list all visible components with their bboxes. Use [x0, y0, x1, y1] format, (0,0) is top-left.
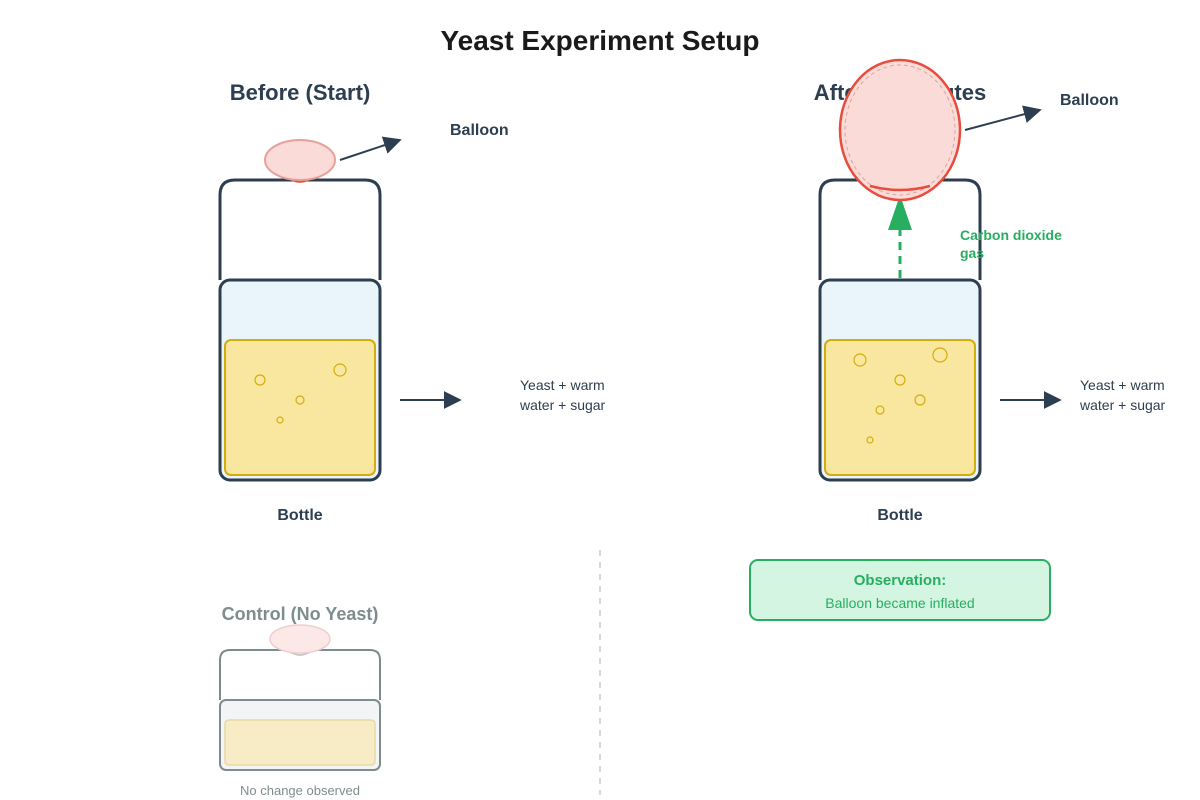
after-balloon — [838, 58, 962, 202]
control-note: No change observed — [240, 783, 360, 798]
after-bubbles — [853, 347, 948, 444]
after-bottle-label: Bottle — [877, 507, 922, 524]
control-panel: Control (No Yeast) No change observed — [219, 604, 381, 798]
before-heading: Before (Start) — [230, 80, 371, 105]
before-panel: Before (Start) Balloon Yeast + warm wate… — [218, 80, 606, 524]
diagram-title: Yeast Experiment Setup — [440, 25, 759, 56]
after-panel: After 30 minutes Balloon Carbon dioxide … — [814, 58, 1166, 524]
before-balloon-arrow — [339, 136, 402, 161]
before-contents-label-line2: water + sugar — [519, 397, 606, 413]
after-contents-label-line1: Yeast + warm — [1080, 377, 1165, 393]
before-bubbles — [254, 363, 347, 424]
after-liquid — [824, 339, 976, 476]
after-balloon-arrow — [964, 105, 1042, 131]
before-bottle-neck — [218, 178, 382, 280]
after-balloon-inner-outline — [844, 64, 956, 196]
co2-label-line1: Carbon dioxide — [960, 227, 1062, 243]
control-bottle-neck — [219, 649, 381, 700]
control-heading: Control (No Yeast) — [222, 604, 379, 624]
after-balloon-neck — [869, 184, 931, 192]
observation-heading: Observation: — [854, 572, 947, 589]
observation-background — [749, 559, 1051, 621]
control-liquid — [224, 719, 376, 766]
after-contents-label-line2: water + sugar — [1079, 397, 1166, 413]
co2-label-line2: gas — [960, 245, 984, 261]
before-liquid — [224, 339, 376, 476]
before-balloon — [264, 139, 336, 181]
observation-text: Balloon became inflated — [825, 595, 974, 611]
control-balloon — [269, 624, 331, 654]
observation-box: Observation: Balloon became inflated — [749, 559, 1051, 621]
co2-arrow-head — [888, 195, 912, 230]
after-balloon-label: Balloon — [1060, 92, 1119, 109]
before-bottle-label: Bottle — [277, 507, 322, 524]
before-balloon-label: Balloon — [450, 122, 509, 139]
before-contents-label-line1: Yeast + warm — [520, 377, 605, 393]
